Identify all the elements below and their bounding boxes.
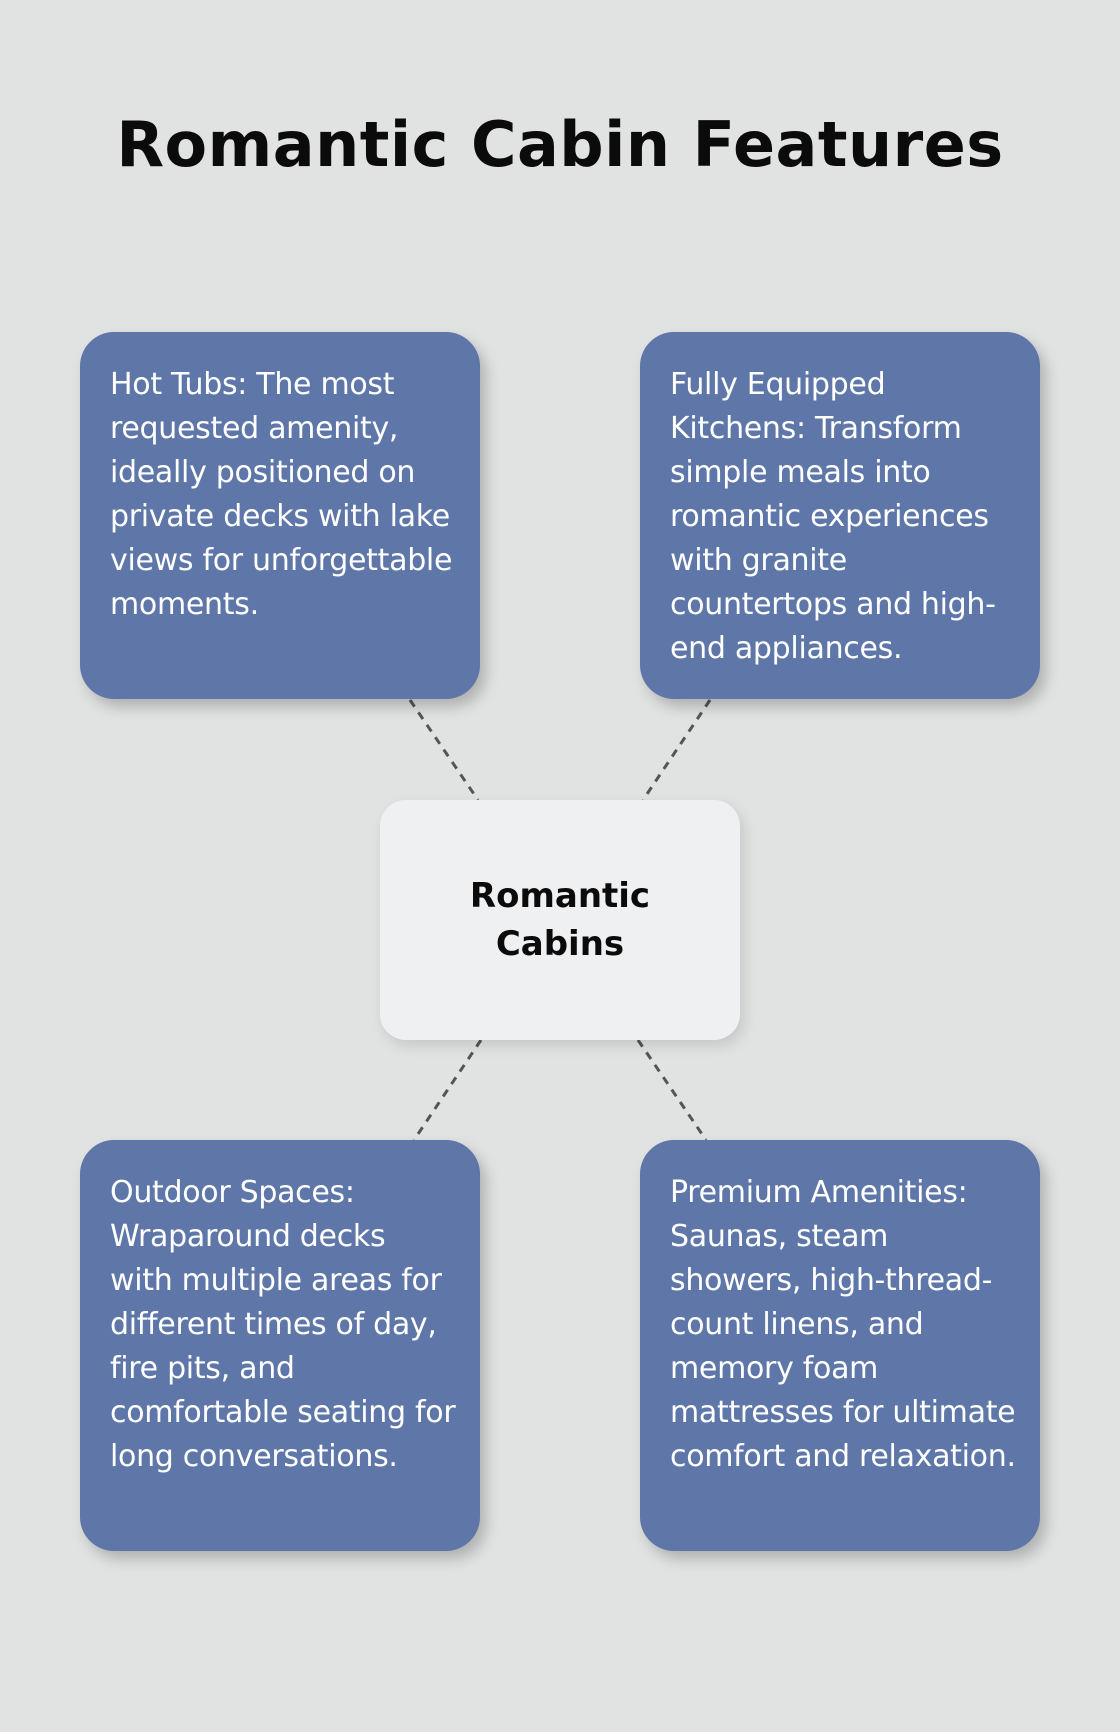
diagram-title: Romantic Cabin Features	[116, 108, 1004, 181]
connector-bottom-left	[412, 1039, 483, 1141]
center-node-label: Romantic Cabins	[469, 876, 651, 964]
feature-card-hot-tubs: Hot Tubs: The most requested amenity, id…	[80, 332, 480, 699]
feature-card-kitchens: Fully Equipped Kitchens: Transform simpl…	[640, 332, 1040, 699]
connector-top-right	[641, 699, 712, 801]
feature-card-premium-amenities: Premium Amenities: Saunas, steam showers…	[640, 1140, 1040, 1551]
feature-text: Outdoor Spaces: Wraparound decks with mu…	[110, 1175, 456, 1474]
feature-card-outdoor-spaces: Outdoor Spaces: Wraparound decks with mu…	[80, 1140, 480, 1551]
feature-text: Premium Amenities: Saunas, steam showers…	[670, 1175, 1016, 1474]
center-node: Romantic Cabins	[380, 800, 740, 1040]
feature-text: Hot Tubs: The most requested amenity, id…	[110, 367, 453, 622]
connector-top-left	[408, 699, 480, 801]
feature-text: Fully Equipped Kitchens: Transform simpl…	[670, 367, 996, 666]
connector-bottom-right	[636, 1039, 708, 1141]
